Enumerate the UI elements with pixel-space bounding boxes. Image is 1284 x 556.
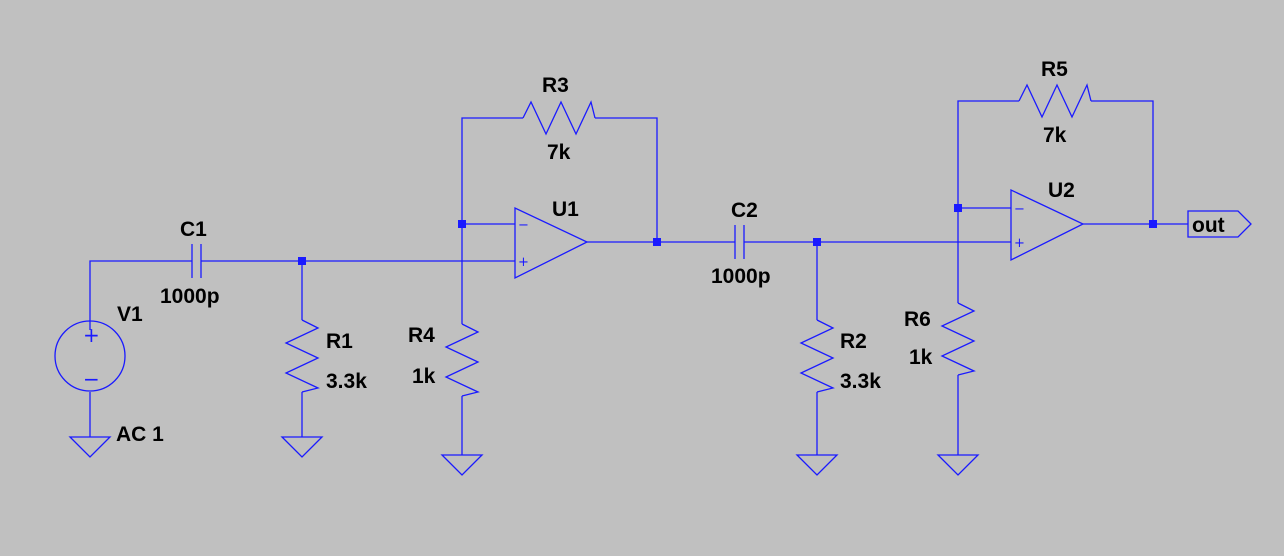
capacitor-c2[interactable] — [734, 225, 745, 259]
c1-name-label: C1 — [180, 218, 207, 241]
resistor-r5[interactable] — [1018, 83, 1092, 119]
c1-value-label: 1000p — [160, 285, 220, 308]
source-minus-sign: − — [83, 367, 100, 391]
junction-dot — [653, 238, 661, 246]
resistor-r2[interactable] — [799, 319, 835, 393]
u1-name-label: U1 — [552, 198, 579, 221]
r4-name-label: R4 — [408, 324, 435, 347]
r2-value-label: 3.3k — [840, 370, 881, 393]
r3-name-label: R3 — [542, 74, 569, 97]
v1-value-label: AC 1 — [116, 423, 164, 446]
opamp-plus-sign: + — [518, 255, 529, 270]
junction-dot — [458, 220, 466, 228]
resistor-r6[interactable] — [940, 302, 976, 376]
junction-dot — [954, 204, 962, 212]
r1-value-label: 3.3k — [326, 370, 367, 393]
capacitor-c1[interactable] — [191, 244, 202, 278]
r5-value-label: 7k — [1043, 124, 1067, 147]
wires — [89, 100, 1188, 455]
r4-value-label: 1k — [412, 365, 436, 388]
c2-value-label: 1000p — [711, 265, 771, 288]
ground-icon — [936, 454, 980, 476]
opamp-u2[interactable]: − + — [1010, 188, 1085, 262]
r3-value-label: 7k — [547, 141, 571, 164]
junction-dot — [813, 238, 821, 246]
ground-icon — [795, 454, 839, 476]
ground-icon — [280, 436, 324, 458]
r2-name-label: R2 — [840, 330, 867, 353]
r5-name-label: R5 — [1041, 58, 1068, 81]
r6-name-label: R6 — [904, 308, 931, 331]
u2-name-label: U2 — [1048, 179, 1075, 202]
opamp-u1[interactable]: − + — [514, 206, 589, 280]
junction-dot — [1149, 220, 1157, 228]
ground-symbols — [68, 436, 980, 476]
v1-name-label: V1 — [117, 303, 143, 326]
output-label: out — [1192, 214, 1225, 237]
c2-name-label: C2 — [731, 199, 758, 222]
resistor-r4[interactable] — [444, 323, 480, 397]
opamp-minus-sign: − — [518, 218, 529, 233]
r1-name-label: R1 — [326, 330, 353, 353]
junctions — [298, 204, 1157, 265]
resistor-r3[interactable] — [522, 100, 596, 136]
output-net-flag[interactable]: out — [1187, 210, 1252, 238]
opamp-minus-sign: − — [1014, 202, 1025, 217]
ground-icon — [440, 454, 484, 476]
voltage-source-v1[interactable]: + − — [54, 320, 126, 392]
ground-icon — [68, 436, 112, 458]
opamp-plus-sign: + — [1014, 236, 1025, 251]
resistor-r1[interactable] — [284, 319, 320, 393]
r6-value-label: 1k — [909, 346, 933, 369]
junction-dot — [298, 257, 306, 265]
source-plus-sign: + — [83, 323, 100, 347]
